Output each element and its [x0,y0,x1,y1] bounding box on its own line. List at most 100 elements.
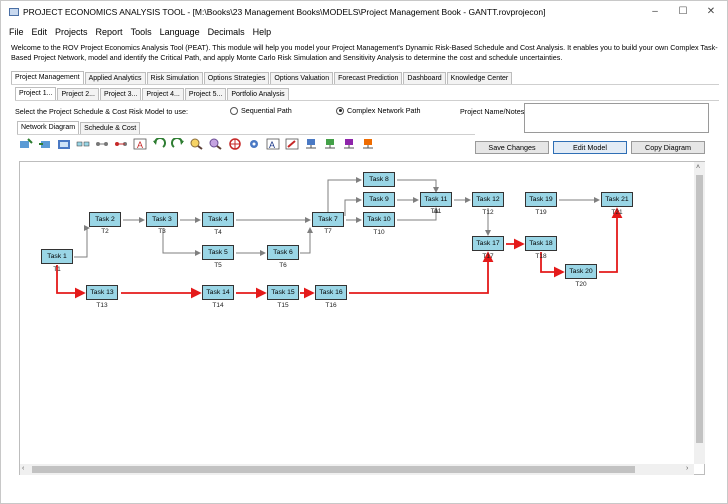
horizontal-scroll-thumb[interactable] [32,466,635,473]
task-node-14[interactable]: Task 14 [202,285,234,300]
menu-language[interactable]: Language [159,27,200,37]
text-icon[interactable]: A [133,138,147,150]
task-node-17[interactable]: Task 17 [472,236,504,251]
scroll-up-icon[interactable]: ˄ [696,164,701,171]
tab-knowledge-center[interactable]: Knowledge Center [446,72,513,84]
scroll-left-icon[interactable]: ‹ [22,465,25,472]
tab-project-1[interactable]: Project 1... [15,87,57,100]
task-node-20[interactable]: Task 20 [565,264,597,279]
task-label-5: T5 [214,262,222,269]
tab-schedule-cost[interactable]: Schedule & Cost [80,122,141,134]
task-label-16: T16 [325,302,337,309]
radio-complex-network-path[interactable]: Complex Network Path [336,106,421,115]
radio-button[interactable] [230,106,238,115]
tab-project-3[interactable]: Project 3... [99,88,142,100]
add-subtask-icon[interactable] [38,138,52,150]
tab-dashboard[interactable]: Dashboard [403,72,446,84]
link-t8-t11 [397,179,439,193]
tab-project-4[interactable]: Project 4... [142,88,184,100]
radio-label: Complex Network Path [347,106,421,115]
tab-project-5[interactable]: Project 5... [184,88,227,100]
connect-icon[interactable] [95,138,109,150]
tab-options-strategies[interactable]: Options Strategies [203,72,270,84]
menu-report[interactable]: Report [95,27,123,37]
tab-options-valuation[interactable]: Options Valuation [270,72,334,84]
settings-icon[interactable] [247,138,261,150]
task-node-1[interactable]: Task 1 [41,249,73,264]
radio-button-selected[interactable] [336,106,344,115]
menu-file[interactable]: File [9,27,24,37]
link-t10-t11 [397,207,439,221]
tab-project-2[interactable]: Project 2... [57,88,99,100]
add-task-icon[interactable] [19,138,33,150]
menu-projects[interactable]: Projects [55,27,88,37]
zoom-in-icon[interactable] [190,138,204,150]
task-node-12[interactable]: Task 12 [472,192,504,207]
menu-help[interactable]: Help [252,27,272,37]
task-node-13[interactable]: Task 13 [86,285,118,300]
link-icon[interactable] [76,138,90,150]
minimize-button[interactable]: – [652,6,658,17]
task-label-6: T6 [279,262,287,269]
vertical-scroll-thumb[interactable] [696,175,703,443]
task-node-11[interactable]: Task 11 [420,192,452,207]
vertical-scrollbar[interactable]: ˄ [694,162,705,464]
close-button[interactable]: ✕ [706,6,716,17]
menu-tools[interactable]: Tools [130,27,152,37]
app-icon [9,8,19,16]
horizontal-scrollbar[interactable]: ‹ › [20,464,694,475]
task-node-9[interactable]: Task 9 [363,192,395,207]
task-node-5[interactable]: Task 5 [202,245,234,260]
task-label-10: T10 [373,229,385,236]
tab-forecast-prediction[interactable]: Forecast Prediction [334,72,403,84]
properties-icon[interactable] [57,138,71,150]
undo-icon[interactable] [152,138,166,150]
scroll-right-icon[interactable]: › [686,465,689,472]
radio-sequential-path[interactable]: Sequential Path [230,106,292,115]
task-node-10[interactable]: Task 10 [363,212,395,227]
task-node-3[interactable]: Task 3 [146,212,178,227]
tab-risk-simulation[interactable]: Risk Simulation [146,72,203,84]
maximize-button[interactable]: ☐ [678,6,688,17]
network-icon[interactable] [304,138,318,150]
pan-icon[interactable] [228,138,242,150]
task-node-7[interactable]: Task 7 [312,212,344,227]
redo-icon[interactable] [171,138,185,150]
network-save-icon[interactable] [342,138,356,150]
network-export-icon[interactable] [361,138,375,150]
disconnect-icon[interactable] [114,138,128,150]
task-node-6[interactable]: Task 6 [267,245,299,260]
task-node-8[interactable]: Task 8 [363,172,395,187]
task-node-16[interactable]: Task 16 [315,285,347,300]
main-tab-bar: Project Management Applied Analytics Ris… [11,71,513,84]
color-icon[interactable] [285,138,299,150]
task-label-7: T7 [324,228,332,235]
tab-portfolio-analysis[interactable]: Portfolio Analysis [227,88,289,100]
divider [15,100,719,101]
zoom-out-icon[interactable] [209,138,223,150]
task-label-4: T4 [214,229,222,236]
task-node-21[interactable]: Task 21 [601,192,633,207]
task-label-21: T21 [611,209,623,216]
task-node-18[interactable]: Task 18 [525,236,557,251]
network-alt-icon[interactable] [323,138,337,150]
divider [11,84,719,85]
tab-applied-analytics[interactable]: Applied Analytics [84,72,146,84]
save-changes-button[interactable]: Save Changes [475,141,549,154]
task-node-2[interactable]: Task 2 [89,212,121,227]
task-node-15[interactable]: Task 15 [267,285,299,300]
task-node-4[interactable]: Task 4 [202,212,234,227]
task-node-19[interactable]: Task 19 [525,192,557,207]
tab-project-management[interactable]: Project Management [11,71,84,84]
network-diagram-canvas[interactable]: Task 1 T1 Task 2 T2 Task 3 T3 Task 4 T4 … [19,161,705,475]
copy-diagram-button[interactable]: Copy Diagram [631,141,705,154]
tab-network-diagram[interactable]: Network Diagram [17,121,80,134]
project-notes-input[interactable] [524,103,709,133]
font-icon[interactable]: A [266,138,280,150]
menu-decimals[interactable]: Decimals [207,27,245,37]
task-label-17: T17 [482,253,494,260]
edit-model-button[interactable]: Edit Model [553,141,627,154]
critical-link-t1-t13 [56,265,86,299]
menu-edit[interactable]: Edit [31,27,48,37]
